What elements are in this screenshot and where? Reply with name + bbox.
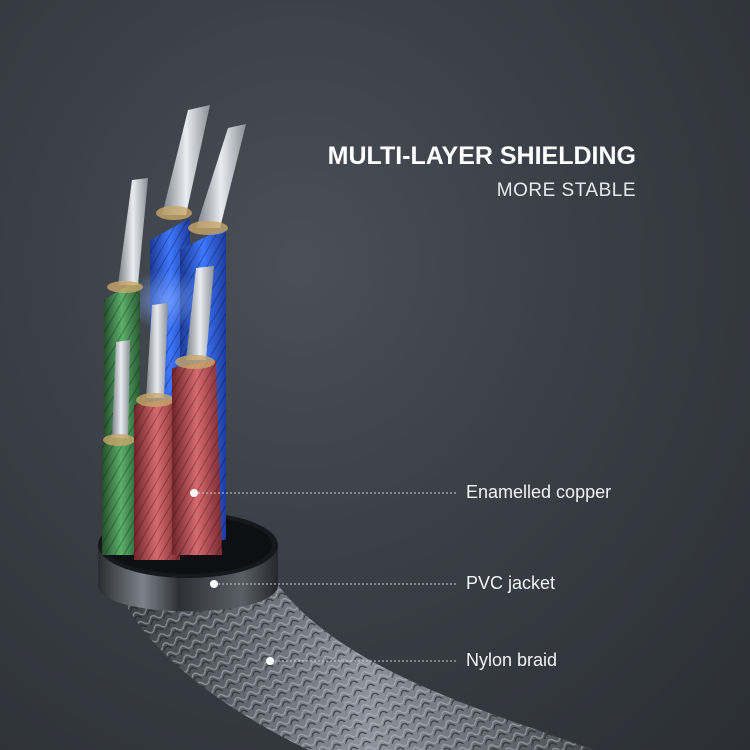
callout-label-nylon-braid: Nylon braid bbox=[466, 650, 558, 670]
headline-title: MULTI-LAYER SHIELDING bbox=[327, 142, 636, 170]
red-wire-left bbox=[134, 303, 180, 560]
callout-dot-nylon-braid bbox=[266, 657, 274, 665]
callout-label-pvc-jacket: PVC jacket bbox=[466, 573, 556, 593]
wire-bundle bbox=[102, 105, 246, 560]
red-wire-right bbox=[172, 266, 222, 555]
headline-subtitle: MORE STABLE bbox=[496, 180, 636, 201]
green-wire-front bbox=[102, 340, 140, 555]
callout-label-enamelled-copper: Enamelled copper bbox=[466, 482, 612, 502]
nylon-braid-sleeve bbox=[118, 585, 594, 750]
callout-dot-pvc-jacket bbox=[210, 580, 218, 588]
callout-lines bbox=[190, 489, 456, 665]
callout-dot-enamelled-copper bbox=[190, 489, 198, 497]
